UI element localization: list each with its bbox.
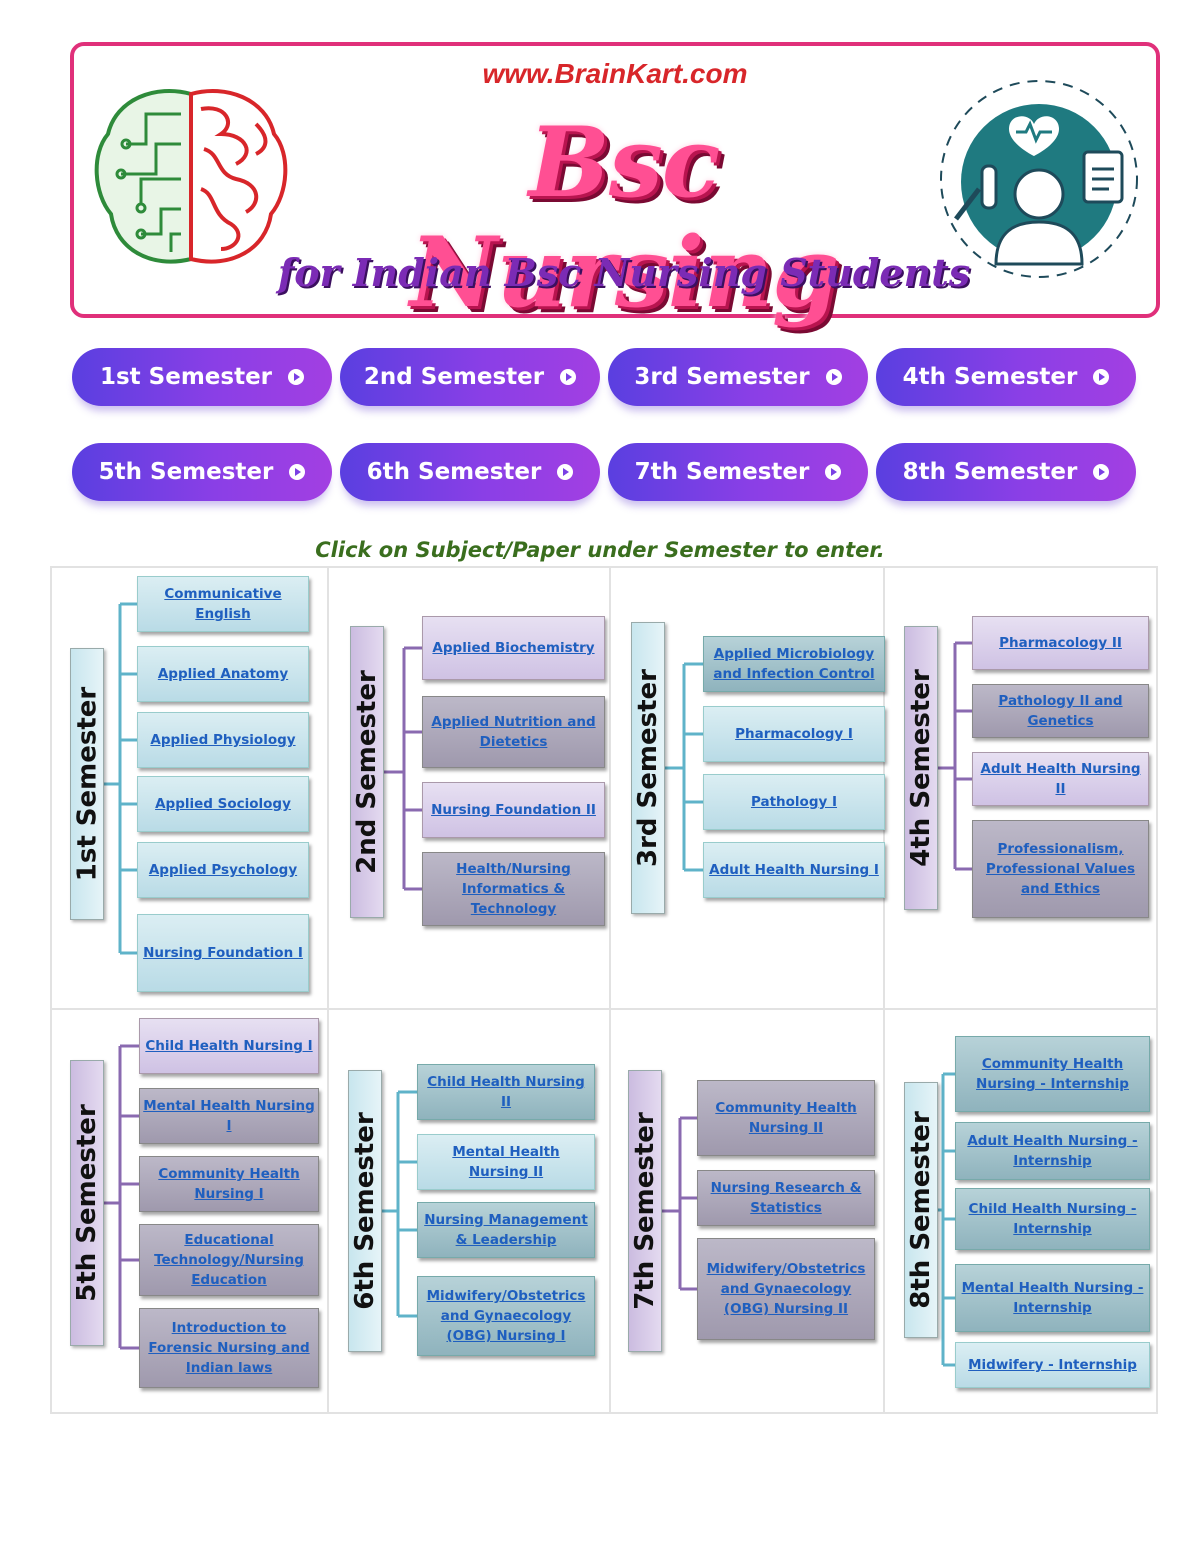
semester-button-label: 1st Semester: [99, 364, 273, 390]
subject-link[interactable]: Child Health Nursing I: [139, 1018, 319, 1074]
subject-link[interactable]: Applied Microbiology and Infection Contr…: [703, 636, 885, 692]
subject-link[interactable]: Mental Health Nursing - Internship: [955, 1264, 1150, 1332]
subject-link[interactable]: Midwifery/Obstetrics and Gynaecology (OB…: [417, 1276, 595, 1356]
semester-button-label: 6th Semester: [366, 459, 542, 485]
semester-button-label: 8th Semester: [902, 459, 1078, 485]
subject-link[interactable]: Child Health Nursing II: [417, 1064, 595, 1120]
subject-link[interactable]: Applied Psychology: [137, 842, 309, 898]
subject-link[interactable]: Pharmacology I: [703, 706, 885, 762]
play-circle-icon: [825, 464, 842, 480]
subject-link[interactable]: Midwifery/Obstetrics and Gynaecology (OB…: [697, 1238, 875, 1340]
header-banner: www.BrainKart.com Bsc Nursing for Indian…: [70, 42, 1160, 328]
semester-button-5[interactable]: 5th Semester: [72, 443, 332, 501]
semester-label-6[interactable]: 6th Semester: [348, 1070, 382, 1352]
grid-divider: [327, 568, 329, 1412]
semester-label-8[interactable]: 8th Semester: [904, 1082, 938, 1338]
subject-link[interactable]: Adult Health Nursing - Internship: [955, 1122, 1150, 1180]
subject-link[interactable]: Health/Nursing Informatics & Technology: [422, 852, 605, 926]
semester-button-label: 2nd Semester: [363, 364, 545, 390]
nurse-doctor-icon: [940, 80, 1138, 278]
semester-label-3[interactable]: 3rd Semester: [631, 622, 665, 914]
semester-button-6[interactable]: 6th Semester: [340, 443, 600, 501]
semester-button-2[interactable]: 2nd Semester: [340, 348, 600, 406]
site-url[interactable]: www.BrainKart.com: [482, 58, 748, 89]
subject-link[interactable]: Communicative English: [137, 576, 309, 632]
semester-label-2[interactable]: 2nd Semester: [350, 626, 384, 918]
subject-link[interactable]: Educational Technology/Nursing Education: [139, 1224, 319, 1296]
semester-label-text: 4th Semester: [906, 669, 936, 867]
subject-link[interactable]: Nursing Research & Statistics: [697, 1170, 875, 1226]
instruction-text: Click on Subject/Paper under Semester to…: [315, 538, 885, 562]
grid-divider: [52, 1008, 1156, 1010]
subject-link[interactable]: Applied Physiology: [137, 712, 309, 768]
subject-link[interactable]: Community Health Nursing - Internship: [955, 1036, 1150, 1112]
semester-button-1[interactable]: 1st Semester: [72, 348, 332, 406]
semester-button-3[interactable]: 3rd Semester: [608, 348, 868, 406]
subject-link[interactable]: Applied Sociology: [137, 776, 309, 832]
play-circle-icon: [560, 369, 577, 385]
semester-label-text: 5th Semester: [72, 1104, 102, 1302]
subject-link[interactable]: Nursing Foundation I: [137, 914, 309, 992]
subject-link[interactable]: Pathology II and Genetics: [972, 684, 1149, 738]
semester-button-7[interactable]: 7th Semester: [608, 443, 868, 501]
semester-label-5[interactable]: 5th Semester: [70, 1060, 104, 1346]
semester-button-8[interactable]: 8th Semester: [876, 443, 1136, 501]
subject-link[interactable]: Pathology I: [703, 774, 885, 830]
semester-button-label: 3rd Semester: [634, 364, 810, 390]
semester-label-text: 6th Semester: [350, 1112, 380, 1310]
semester-subject-grid: [50, 566, 1158, 1414]
subject-link[interactable]: Applied Nutrition and Dietetics: [422, 696, 605, 768]
subject-link[interactable]: Community Health Nursing II: [697, 1080, 875, 1156]
semester-label-text: 8th Semester: [906, 1111, 936, 1309]
subject-link[interactable]: Adult Health Nursing II: [972, 752, 1149, 806]
subject-link[interactable]: Mental Health Nursing I: [139, 1088, 319, 1144]
subject-link[interactable]: Applied Biochemistry: [422, 616, 605, 680]
subject-link[interactable]: Nursing Management & Leadership: [417, 1202, 595, 1258]
subject-link[interactable]: Mental Health Nursing II: [417, 1134, 595, 1190]
play-circle-icon: [1093, 369, 1110, 385]
subject-link[interactable]: Applied Anatomy: [137, 646, 309, 702]
semester-label-1[interactable]: 1st Semester: [70, 648, 104, 920]
brain-logo-icon: [94, 88, 288, 264]
play-circle-icon: [288, 369, 305, 385]
subject-link[interactable]: Community Health Nursing I: [139, 1156, 319, 1212]
semester-button-4[interactable]: 4th Semester: [876, 348, 1136, 406]
semester-label-text: 7th Semester: [630, 1112, 660, 1310]
play-circle-icon: [825, 369, 842, 385]
play-circle-icon: [289, 464, 306, 480]
subject-link[interactable]: Adult Health Nursing I: [703, 842, 885, 898]
semester-label-7[interactable]: 7th Semester: [628, 1070, 662, 1352]
semester-button-label: 5th Semester: [98, 459, 274, 485]
semester-button-label: 4th Semester: [902, 364, 1078, 390]
subject-link[interactable]: Pharmacology II: [972, 616, 1149, 670]
page-title: Bsc Nursing: [409, 106, 840, 329]
subject-link[interactable]: Introduction to Forensic Nursing and Ind…: [139, 1308, 319, 1388]
semester-button-label: 7th Semester: [634, 459, 810, 485]
page-subtitle: for Indian Bsc Nursing Students: [277, 250, 971, 295]
play-circle-icon: [557, 464, 574, 480]
grid-divider: [883, 568, 885, 1412]
semester-label-text: 1st Semester: [72, 686, 102, 882]
semester-label-text: 2nd Semester: [352, 670, 382, 874]
subject-link[interactable]: Nursing Foundation II: [422, 782, 605, 838]
subject-link[interactable]: Child Health Nursing - Internship: [955, 1188, 1150, 1250]
play-circle-icon: [1093, 464, 1110, 480]
semester-label-text: 3rd Semester: [633, 668, 663, 868]
subject-link[interactable]: Professionalism, Professional Values and…: [972, 820, 1149, 918]
semester-label-4[interactable]: 4th Semester: [904, 626, 938, 910]
grid-divider: [609, 568, 611, 1412]
subject-link[interactable]: Midwifery - Internship: [955, 1342, 1150, 1388]
